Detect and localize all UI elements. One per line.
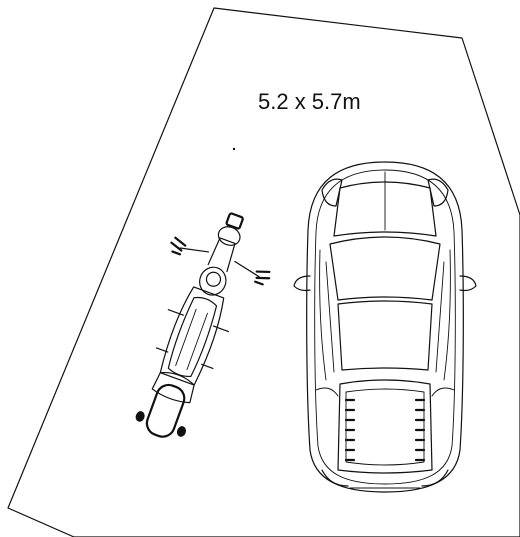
stray-dot (232, 147, 236, 151)
dimension-label: 5.2 x 5.7m (258, 89, 361, 114)
parking-space-outline (7, 7, 520, 537)
motorcycle-icon (135, 212, 271, 438)
car-icon (293, 161, 477, 493)
